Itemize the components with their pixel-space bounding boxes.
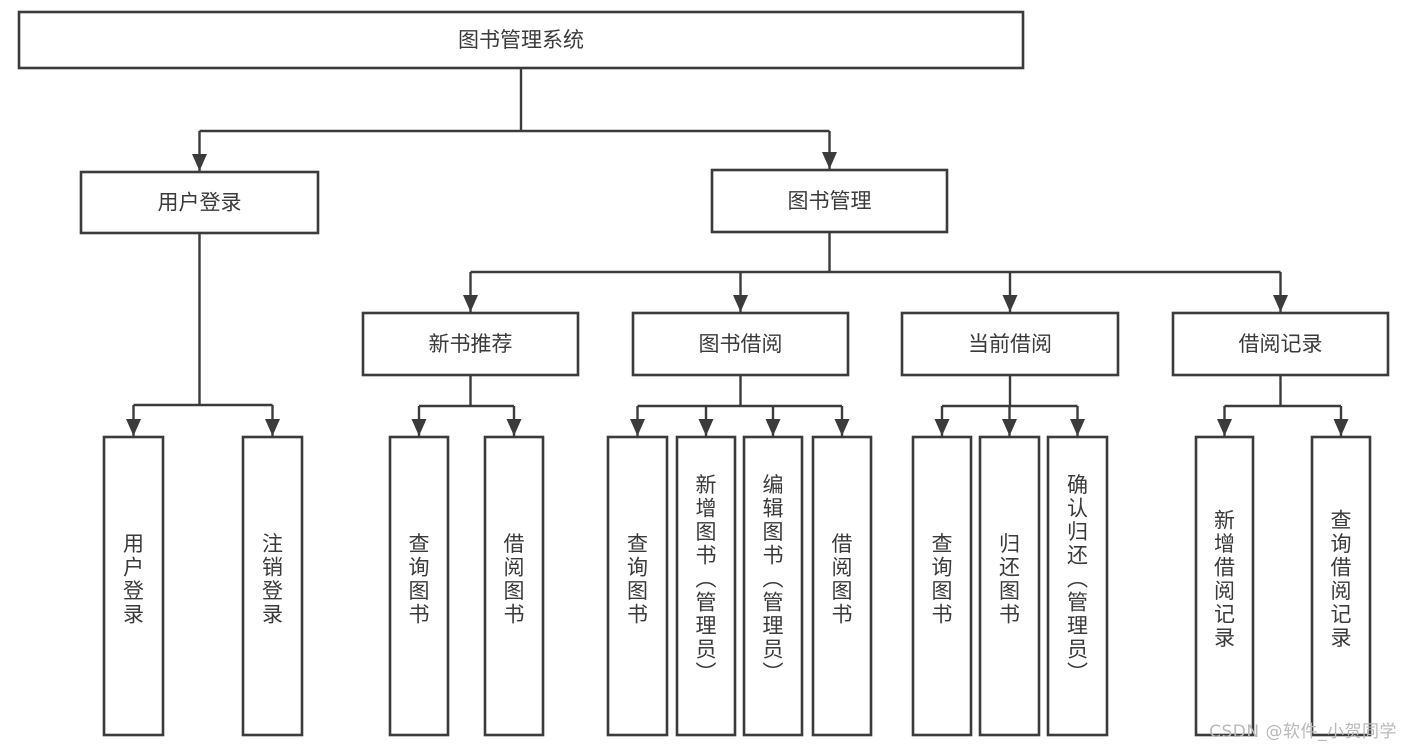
arrow-head-icon	[463, 295, 478, 312]
node-label: 图书管理系统	[458, 28, 584, 52]
node-box	[102, 435, 165, 737]
arrow-head-icon	[1217, 419, 1232, 436]
node-label: 借阅图书	[504, 532, 525, 627]
arrow-head-icon	[698, 419, 714, 436]
node-box	[742, 435, 804, 737]
node-label: 用户登录	[123, 532, 144, 627]
node-box	[241, 435, 304, 737]
connector-layer	[126, 68, 1349, 436]
node-label: 用户登录	[158, 191, 242, 215]
node-label: 新增图书︵管理员︶	[696, 473, 717, 685]
arrow-head-icon	[1273, 295, 1288, 312]
node-label: 确认归还︵管理员︶	[1067, 473, 1088, 685]
node-label: 新增借阅记录	[1214, 508, 1235, 650]
arrow-head-icon	[265, 419, 280, 436]
node-leaf-add-borrow-record[interactable]: 新增借阅记录	[1194, 435, 1255, 737]
node-label: 新书推荐	[429, 332, 513, 356]
node-box	[1171, 311, 1390, 377]
node-box	[388, 435, 450, 737]
node-label: 查询图书	[932, 532, 953, 627]
node-leaf-borrow-book-recommend[interactable]: 借阅图书	[483, 435, 545, 737]
node-book-management[interactable]: 图书管理	[710, 168, 949, 234]
node-book-borrow[interactable]: 图书借阅	[631, 311, 850, 377]
arrow-head-icon	[192, 154, 207, 171]
arrow-head-icon	[506, 419, 522, 436]
node-box	[911, 435, 973, 737]
node-label: 注销登录	[262, 532, 283, 627]
node-box	[17, 10, 1025, 70]
arrow-head-icon	[765, 419, 781, 436]
node-box	[710, 168, 949, 234]
node-root[interactable]: 图书管理系统	[17, 10, 1025, 70]
node-label: 当前借阅	[968, 332, 1052, 356]
node-layer: 图书管理系统用户登录图书管理新书推荐图书借阅当前借阅借阅记录用户登录注销登录查询…	[17, 10, 1390, 737]
node-box	[900, 311, 1120, 377]
node-leaf-query-borrow-record[interactable]: 查询借阅记录	[1310, 435, 1372, 737]
arrow-head-icon	[1002, 419, 1017, 436]
node-box	[361, 311, 580, 377]
node-label: 图书借阅	[699, 332, 783, 356]
node-box	[1046, 435, 1109, 737]
arrow-head-icon	[934, 419, 950, 436]
node-leaf-edit-book-admin[interactable]: 编辑图书︵管理员︶	[742, 435, 804, 737]
node-label: 查询图书	[627, 532, 648, 627]
arrow-head-icon	[1070, 419, 1085, 436]
node-label: 借阅图书	[832, 532, 853, 627]
node-box	[675, 435, 737, 737]
node-box	[978, 435, 1041, 737]
node-leaf-user-login[interactable]: 用户登录	[102, 435, 165, 737]
node-leaf-add-book-admin[interactable]: 新增图书︵管理员︶	[675, 435, 737, 737]
node-label: 查询图书	[409, 532, 430, 627]
node-box	[79, 170, 320, 235]
node-label: 图书管理	[788, 189, 872, 213]
arrow-head-icon	[1333, 419, 1349, 436]
arrow-head-icon	[733, 295, 748, 312]
node-label: 查询借阅记录	[1331, 508, 1352, 650]
node-leaf-query-book-current[interactable]: 查询图书	[911, 435, 973, 737]
node-user-login[interactable]: 用户登录	[79, 170, 320, 235]
arrow-head-icon	[630, 419, 645, 436]
node-leaf-confirm-return-admin[interactable]: 确认归还︵管理员︶	[1046, 435, 1109, 737]
node-label: 归还图书	[999, 532, 1020, 627]
node-leaf-logout-login[interactable]: 注销登录	[241, 435, 304, 737]
node-box	[811, 435, 873, 737]
node-label: 借阅记录	[1239, 332, 1323, 356]
node-borrow-record[interactable]: 借阅记录	[1171, 311, 1390, 377]
node-box	[1194, 435, 1255, 737]
node-leaf-query-book-borrow[interactable]: 查询图书	[606, 435, 669, 737]
node-box	[606, 435, 669, 737]
node-leaf-return-book[interactable]: 归还图书	[978, 435, 1041, 737]
node-leaf-borrow-book[interactable]: 借阅图书	[811, 435, 873, 737]
node-label: 编辑图书︵管理员︶	[763, 473, 784, 685]
arrow-head-icon	[822, 152, 837, 169]
node-box	[631, 311, 850, 377]
arrow-head-icon	[411, 419, 427, 436]
arrow-head-icon	[126, 419, 141, 436]
arrow-head-icon	[834, 419, 850, 436]
node-box	[483, 435, 545, 737]
node-new-book-recommend[interactable]: 新书推荐	[361, 311, 580, 377]
node-current-borrow[interactable]: 当前借阅	[900, 311, 1120, 377]
arrow-head-icon	[1002, 295, 1018, 312]
node-box	[1310, 435, 1372, 737]
node-leaf-query-book-recommend[interactable]: 查询图书	[388, 435, 450, 737]
